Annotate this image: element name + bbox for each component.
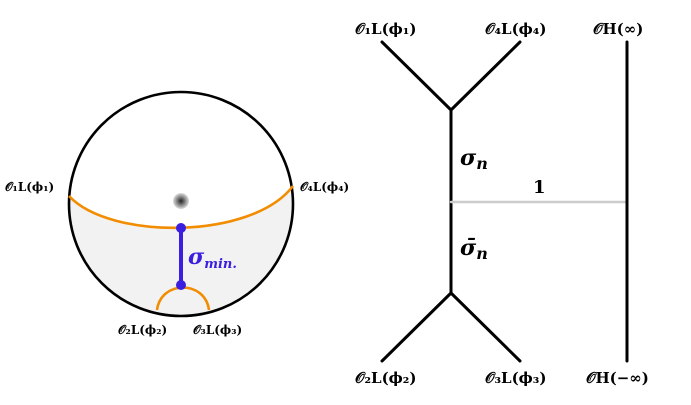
edge-o1-top bbox=[380, 40, 453, 112]
bulk-point bbox=[173, 193, 189, 209]
sigma-min-top-endpoint bbox=[176, 223, 186, 233]
sigma-min-bottom-endpoint bbox=[176, 280, 186, 290]
right-label-oh-top: 𝒪H(∞) bbox=[593, 20, 643, 38]
right-label-o4: 𝒪₄L(ϕ₄) bbox=[485, 20, 546, 38]
left-label-o1: 𝒪₁L(ϕ₁) bbox=[5, 180, 54, 194]
left-label-o4: 𝒪₄L(ϕ₄) bbox=[300, 180, 349, 194]
edge-o4-top bbox=[449, 40, 522, 112]
sigma-min-label: σmin. bbox=[188, 244, 237, 272]
right-label-o1: 𝒪₁L(ϕ₁) bbox=[355, 20, 416, 38]
right-label-oh-bottom: 𝒪H(−∞) bbox=[586, 369, 649, 387]
right-label-o2: 𝒪₂L(ϕ₂) bbox=[355, 369, 416, 387]
link-label: 1 bbox=[533, 177, 546, 198]
left-label-o3: 𝒪₃L(ϕ₃) bbox=[193, 323, 242, 337]
left-label-o2: 𝒪₂L(ϕ₂) bbox=[118, 323, 167, 337]
sigma-bar-n-label: σ̄n bbox=[460, 235, 488, 263]
bulk-disk-boundary bbox=[67, 90, 295, 318]
left-disk-diagram: σmin. 𝒪₁L(ϕ₁) 𝒪₄L(ϕ₄) 𝒪₂L(ϕ₂) 𝒪₃L(ϕ₃) bbox=[5, 90, 349, 337]
edge-o2-bottom bbox=[380, 291, 453, 363]
sigma-n-label: σn bbox=[460, 145, 488, 173]
edge-o3-bottom bbox=[449, 291, 522, 363]
right-label-o3: 𝒪₃L(ϕ₃) bbox=[485, 369, 546, 387]
right-graph-diagram: σn σ̄n 1 𝒪₁L(ϕ₁) 𝒪₄L(ϕ₄) 𝒪H(∞) 𝒪₂L(ϕ₂) 𝒪… bbox=[355, 20, 649, 387]
